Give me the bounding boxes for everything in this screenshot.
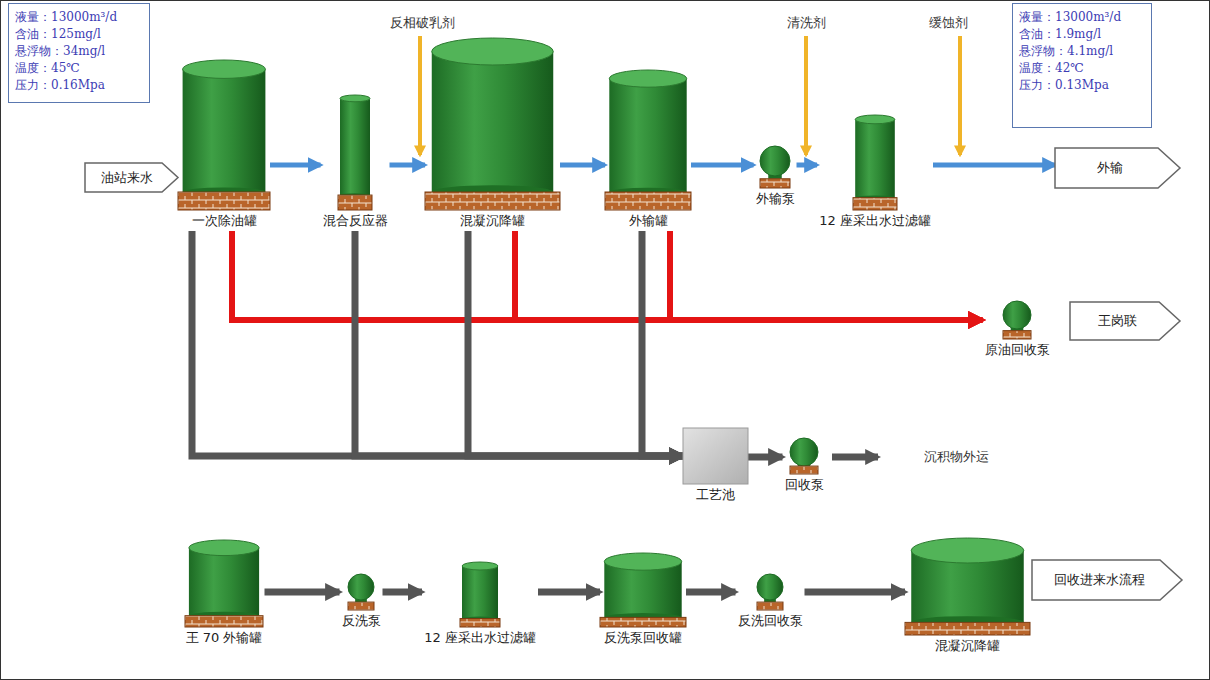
pump: 回收泵: [783, 438, 826, 493]
gray-pipe: [192, 231, 683, 456]
arrow-label: 回收进来水流程: [1054, 571, 1145, 589]
gray-pipe: [265, 589, 340, 596]
info-box: 液量：13000m³/d含油：1.9mg/l悬浮物：4.1mg/l温度：42℃压…: [1012, 3, 1152, 128]
tank-shape: [605, 70, 691, 210]
inlet-arrow: 油站来水: [85, 163, 178, 192]
pump: 反洗泵: [340, 574, 383, 629]
arrow-label: 外输: [1097, 159, 1123, 177]
parameter-line: 含油：125mg/l: [15, 26, 143, 43]
parameter-line: 温度：42℃: [1019, 60, 1145, 77]
parameter-line: 液量：13000m³/d: [1019, 9, 1145, 26]
pump: 外输泵: [754, 146, 797, 207]
blue-pipe: [390, 163, 426, 168]
blue-pipe: [270, 163, 321, 168]
tank: 反洗泵回收罐: [600, 553, 686, 646]
red-pipe: [515, 231, 983, 320]
tank: 混凝沉降罐: [425, 38, 560, 229]
pump-shape: [790, 438, 818, 474]
outlet-arrow: 回收进来水流程: [1032, 560, 1182, 600]
gray-pipe: [805, 589, 906, 596]
tank-shape: [178, 60, 270, 210]
outlet-arrow: 王岗联: [1070, 302, 1180, 340]
chemical-label: 反相破乳剂: [388, 14, 457, 32]
parameter-line: 温度：45℃: [15, 60, 143, 77]
tank-shape: [905, 538, 1030, 635]
outlet-arrow: 外输: [1055, 148, 1180, 188]
parameter-line: 含油：1.9mg/l: [1019, 26, 1145, 43]
equipment-label: 原油回收泵: [983, 342, 1052, 358]
pump-shape: [348, 574, 374, 610]
gray-pipe: [355, 231, 683, 456]
red-pipe: [670, 231, 983, 320]
sediment-arrow: [832, 454, 878, 461]
pump: 原油回收泵: [983, 301, 1052, 358]
equipment-label: 反洗回收泵: [736, 613, 805, 629]
gray-pipe: [748, 454, 783, 461]
tank: 外输罐: [605, 70, 691, 229]
gray-pipe: [538, 589, 600, 596]
red-pipe: [232, 231, 983, 320]
gray-pipe: [383, 589, 423, 596]
info-box: 液量：13000m³/d含油：125mg/l悬浮物：34mg/l温度：45℃压力…: [8, 3, 150, 103]
equipment-label: 外输泵: [754, 191, 797, 207]
filter-tank-shape: [460, 562, 500, 627]
process-pool-shape: [683, 428, 748, 484]
parameter-line: 悬浮物：4.1mg/l: [1019, 43, 1145, 60]
tank-shape: [185, 540, 263, 627]
pump-shape: [760, 146, 790, 188]
tank: 王 70 外输罐: [184, 540, 265, 646]
pump-shape: [757, 574, 783, 610]
pump: 反洗回收泵: [736, 574, 805, 629]
blue-pipe: [797, 163, 818, 168]
arrow-label: 油站来水: [101, 169, 153, 187]
tank: 混凝沉降罐: [905, 538, 1030, 654]
chemical-label: 缓蚀剂: [927, 14, 970, 32]
equipment-label: 一次除油罐: [178, 213, 270, 229]
output-label: 沉积物外运: [922, 448, 991, 466]
chemical-label: 清洗剂: [785, 14, 828, 32]
tank: 一次除油罐: [178, 60, 270, 229]
parameter-line: 悬浮物：34mg/l: [15, 43, 143, 60]
parameter-line: 液量：13000m³/d: [15, 9, 143, 26]
parameter-line: 压力：0.13Mpa: [1019, 77, 1145, 94]
equipment-label: 反洗泵: [340, 613, 383, 629]
gray-pipe: [686, 589, 736, 596]
gray-pipe: [468, 231, 683, 456]
equipment-label: 回收泵: [783, 477, 826, 493]
blue-pipe: [933, 163, 1055, 168]
tank-shape: [425, 38, 560, 210]
equipment-label: 外输罐: [605, 213, 691, 229]
filter-tank: 12 座采出水过滤罐: [817, 115, 933, 229]
equipment-label: 反洗泵回收罐: [600, 630, 686, 646]
pump-shape: [1003, 301, 1031, 339]
equipment-label: 12 座采出水过滤罐: [422, 630, 538, 646]
reactor: 混合反应器: [321, 95, 390, 229]
gray-pipe: [642, 231, 683, 456]
equipment-label: 混凝沉降罐: [425, 213, 560, 229]
equipment-label: 12 座采出水过滤罐: [817, 213, 933, 229]
equipment-label: 混合反应器: [321, 213, 390, 229]
equipment-label: 王 70 外输罐: [184, 630, 265, 646]
blue-pipe: [560, 163, 605, 168]
equipment-label: 混凝沉降罐: [905, 638, 1030, 654]
filter-tank: 12 座采出水过滤罐: [422, 562, 538, 646]
arrow-label: 王岗联: [1098, 312, 1137, 330]
equipment-label: 工艺池: [683, 487, 748, 503]
process-pool: 工艺池: [683, 428, 748, 503]
reactor-shape: [338, 95, 372, 210]
filter-tank-shape: [853, 115, 897, 210]
parameter-line: 压力：0.16Mpa: [15, 77, 143, 94]
tank-shape: [600, 553, 686, 627]
blue-pipe: [691, 163, 754, 168]
